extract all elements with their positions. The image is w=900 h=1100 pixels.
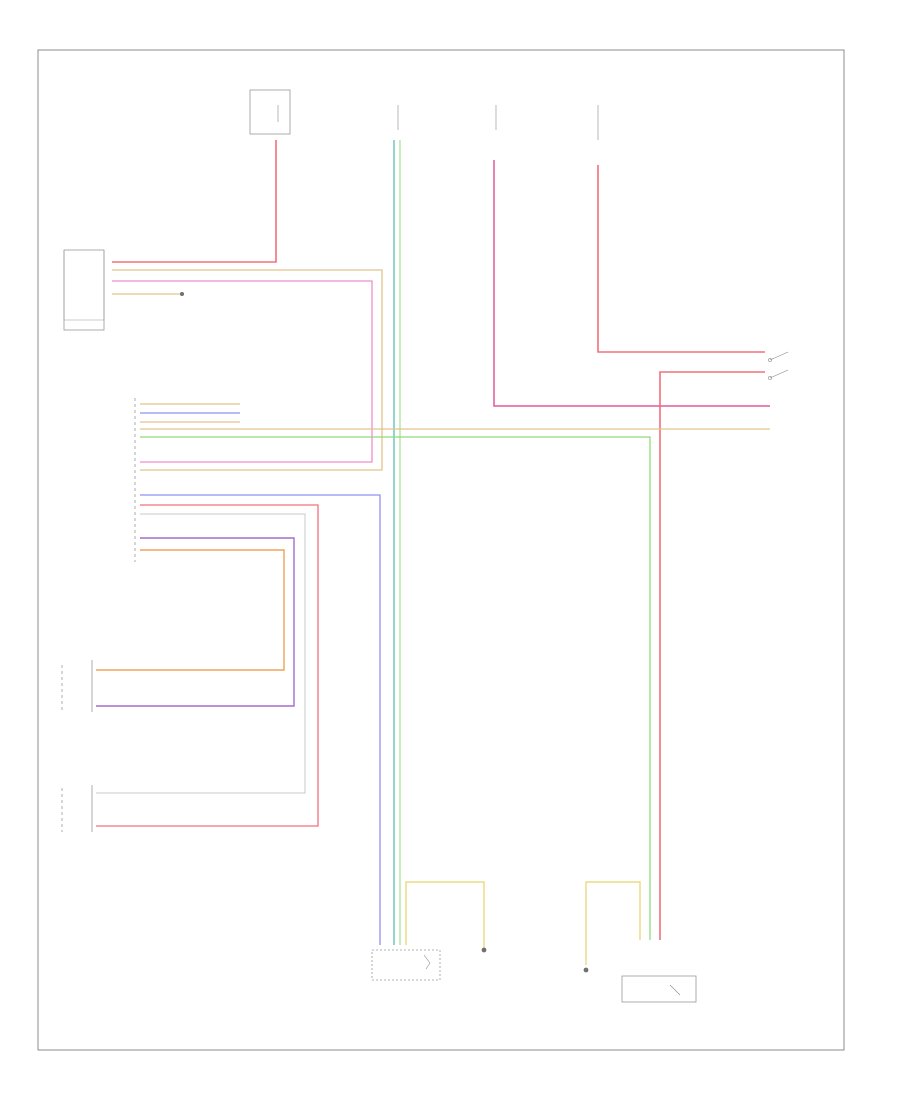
ground-symbol-1	[481, 947, 487, 953]
wire-blue-long	[140, 494, 381, 945]
wire-tan-top	[112, 269, 383, 471]
wire-yellow-bottom-2	[585, 881, 641, 965]
wire-red-right-down	[659, 371, 765, 940]
wire-red-fuse4	[597, 165, 765, 353]
wire-pink-top	[112, 280, 373, 463]
ground-symbol-2	[583, 967, 589, 973]
wire-red-fuse1	[112, 140, 277, 263]
wire-yellow-bottom-1	[405, 881, 485, 948]
diagram-frame	[37, 49, 845, 1051]
wire-red-sensor	[96, 504, 319, 827]
right-switch	[768, 351, 789, 380]
left-module	[63, 249, 105, 331]
wire-orange-loop	[96, 549, 285, 671]
ground-symbol-3	[180, 292, 184, 296]
wire-gray-sensor	[96, 513, 306, 794]
sensor-2	[61, 785, 93, 832]
trans-module	[371, 949, 441, 981]
wire-pink-fuse3	[493, 160, 770, 407]
fuse-source-1	[249, 89, 291, 135]
sensor-1	[61, 660, 93, 712]
wire-green-long	[140, 436, 651, 940]
brake-switch	[621, 975, 697, 1003]
wire-purple-loop	[96, 537, 295, 707]
